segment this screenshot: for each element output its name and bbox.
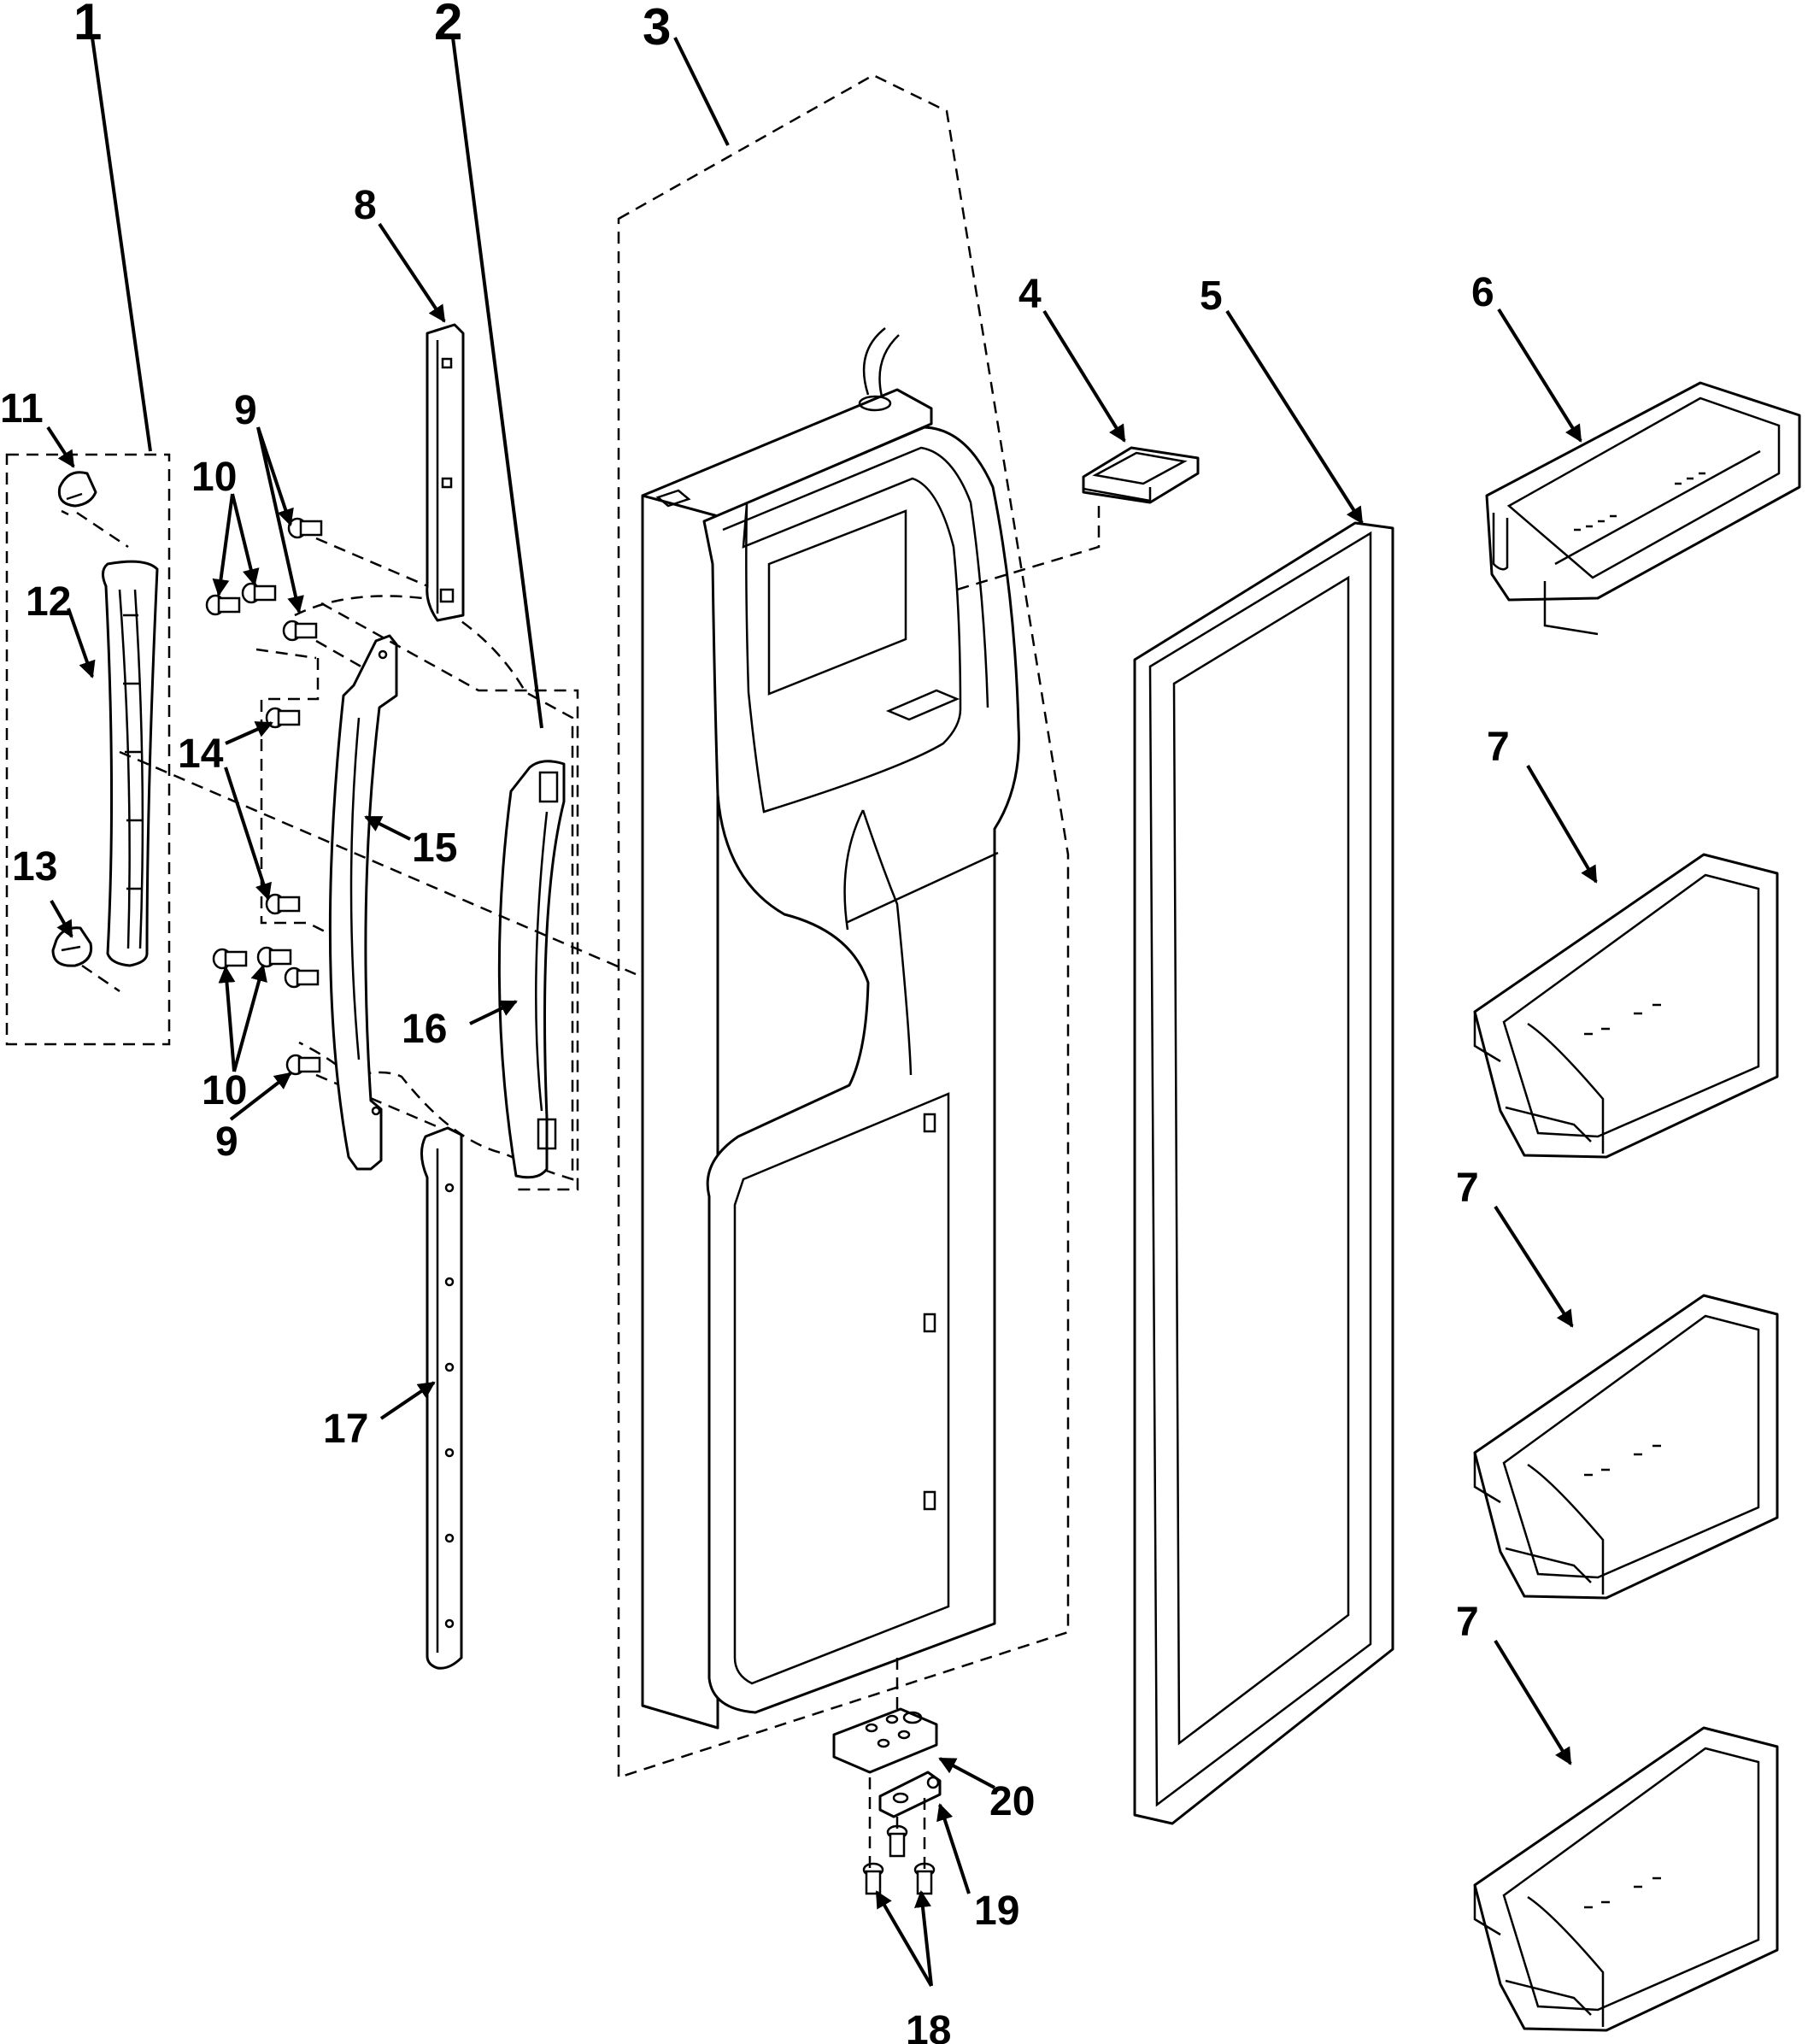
part-7-door-bin-1: [1473, 853, 1779, 1159]
callout-15: 15: [412, 825, 457, 871]
part-15-handle-bracket: [328, 634, 398, 1171]
callout-17: 17: [323, 1407, 368, 1452]
part-13-handle-cap-bottom: [51, 926, 93, 967]
callout-10-bottom: 10: [202, 1068, 247, 1113]
callout-9-bottom: 9: [215, 1119, 238, 1165]
screw-10-bottom-left: [212, 948, 248, 970]
callout-5: 5: [1200, 273, 1223, 319]
callout-4: 4: [1018, 272, 1042, 317]
callout-18: 18: [906, 2008, 951, 2044]
part-18-hinge-screws: [862, 1824, 936, 1895]
screw-14-bottom: [265, 893, 301, 915]
screw-10-bottom-right: [284, 966, 320, 989]
part-3-door-assembly: [641, 327, 1020, 1730]
callout-7-first: 7: [1487, 725, 1510, 770]
callout-labels: 1 2 3 4 5 6 7 7 7 8 9 9 10 10 11 12 13 1…: [0, 0, 1510, 2044]
hinge-screw-2: [862, 1862, 884, 1895]
part-4-drip-tray: [1082, 446, 1200, 504]
part-12-handle-trim: [102, 560, 159, 967]
part-8-trim-strip-top: [426, 323, 465, 622]
callout-8: 8: [354, 183, 377, 228]
part-5-door-gasket: [1133, 521, 1394, 1825]
callout-11: 11: [0, 386, 44, 432]
screw-9-top: [287, 517, 323, 539]
callout-7-third: 7: [1456, 1600, 1479, 1645]
part-7-door-bin-2: [1473, 1294, 1779, 1600]
assembly-1-dashed-box: [5, 453, 171, 1046]
screw-9-mid: [282, 620, 318, 642]
callout-14: 14: [178, 731, 224, 777]
callout-3: 3: [643, 0, 671, 56]
screw-10-top-left: [205, 594, 241, 616]
callout-2: 2: [434, 0, 462, 50]
callout-20: 20: [989, 1779, 1035, 1824]
callout-10-top: 10: [191, 455, 237, 500]
part-16-door-handle: [497, 760, 566, 1179]
part-11-handle-cap-top: [57, 471, 97, 516]
screw-10-bottom-mid: [256, 946, 292, 968]
callout-16: 16: [402, 1007, 447, 1052]
callout-13: 13: [12, 844, 57, 890]
callout-12: 12: [26, 579, 71, 625]
screw-9-bottom: [285, 1054, 321, 1076]
callout-6: 6: [1471, 270, 1494, 315]
part-19-hinge-bracket: [878, 1771, 942, 1818]
hinge-screw-1: [886, 1824, 908, 1858]
part-7-door-bin-3: [1473, 1726, 1779, 2032]
part-17-trim-strip-bottom: [420, 1126, 463, 1670]
callout-19: 19: [974, 1888, 1019, 1934]
callout-9-top: 9: [234, 388, 257, 433]
part-6-top-door-bin: [1485, 381, 1801, 636]
part-20-hinge-plate: [832, 1707, 938, 1774]
assembly-2-dashed-box: [320, 602, 579, 1191]
callout-7-second: 7: [1456, 1166, 1479, 1211]
screw-10-top-right: [241, 582, 277, 604]
leader-lines: [46, 37, 1598, 1988]
assembly-3-dashed-outline: [617, 73, 1070, 1779]
callout-1: 1: [73, 0, 102, 50]
screws-group: [205, 517, 323, 1076]
